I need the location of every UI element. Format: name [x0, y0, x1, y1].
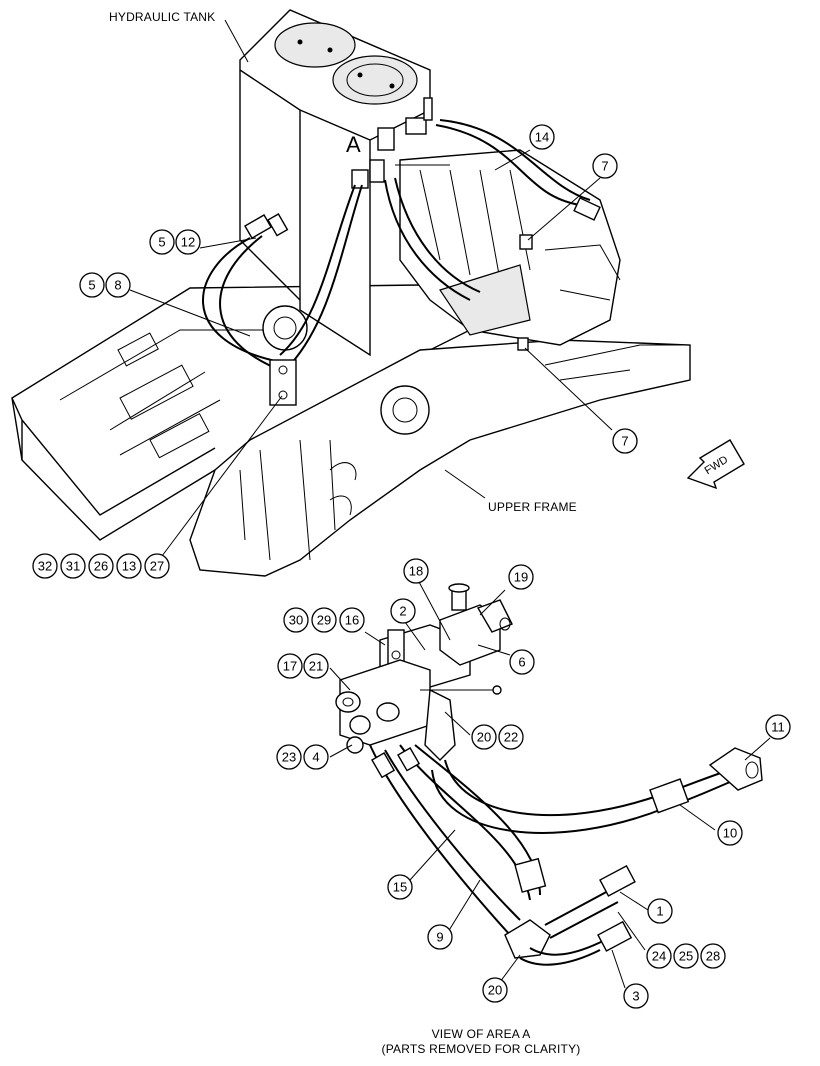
callout-2: 2 [390, 598, 416, 624]
callout-30-29-16: 30 29 16 [283, 607, 365, 633]
callout-1: 1 [647, 898, 673, 924]
callout-5-12: 5 12 [149, 229, 201, 255]
callout-number: 6 [518, 655, 525, 670]
callout-number: 16 [345, 613, 359, 628]
callout-number: 7 [601, 159, 608, 174]
callout-7-lower: 7 [612, 428, 638, 454]
callout-15: 15 [387, 874, 413, 900]
callout-number: 19 [514, 570, 528, 585]
callout-10: 10 [717, 820, 743, 846]
callout-23-4: 23 4 [276, 744, 329, 770]
callout-number: 21 [309, 659, 323, 674]
callout-3: 3 [623, 983, 649, 1009]
callout-number: 3 [632, 989, 639, 1004]
callout-18: 18 [403, 558, 429, 584]
callout-number: 13 [122, 559, 136, 574]
callout-14: 14 [529, 124, 555, 150]
detail-leaders [329, 579, 771, 989]
callout-5-8: 5 8 [79, 272, 131, 298]
callout-6: 6 [509, 649, 535, 675]
callout-number: 5 [88, 278, 95, 293]
callout-number: 31 [66, 559, 80, 574]
callout-19: 19 [508, 564, 534, 590]
callout-17-21: 17 21 [277, 653, 329, 679]
callout-11: 11 [765, 714, 791, 740]
callout-number: 9 [436, 930, 443, 945]
callout-24-25-28: 24 25 28 [646, 943, 726, 969]
callout-7-upper: 7 [592, 153, 618, 179]
callout-number: 28 [706, 949, 720, 964]
callout-number: 32 [38, 559, 52, 574]
upper-leaders [129, 19, 613, 557]
area-a-label: A [346, 132, 361, 157]
view-title: VIEW OF AREA A [431, 1027, 531, 1041]
upper-frame-label: UPPER FRAME [488, 500, 577, 514]
hydraulic-tank-label: HYDRAULIC TANK [109, 10, 216, 24]
callout-number: 29 [317, 613, 331, 628]
callout-number: 1 [656, 904, 663, 919]
callout-number: 14 [535, 130, 549, 145]
callout-number: 22 [504, 730, 518, 745]
callout-number: 4 [312, 750, 319, 765]
callout-number: 27 [150, 559, 164, 574]
callout-number: 20 [488, 983, 502, 998]
callout-number: 7 [621, 434, 628, 449]
callout-number: 15 [393, 880, 407, 895]
callout-number: 18 [409, 564, 423, 579]
callout-number: 25 [679, 949, 693, 964]
callout-number: 20 [477, 730, 491, 745]
view-subtitle: (PARTS REMOVED FOR CLARITY) [381, 1042, 581, 1056]
callout-number: 10 [723, 826, 737, 841]
callout-number: 23 [282, 750, 296, 765]
fwd-arrow: FWD [686, 439, 745, 490]
callout-number: 5 [158, 235, 165, 250]
callout-20-lower: 20 [482, 977, 508, 1003]
callout-number: 24 [652, 949, 666, 964]
callout-number: 2 [399, 604, 406, 619]
callout-number: 11 [771, 720, 785, 735]
detail-view-drawing [335, 583, 763, 966]
upper-frame-drawing: FWD A [11, 9, 745, 577]
callout-number: 8 [114, 278, 121, 293]
callout-number: 17 [283, 659, 297, 674]
callout-number: 26 [94, 559, 108, 574]
callout-32-31-26-13-27: 32 31 26 13 27 [32, 553, 170, 579]
callout-20-22: 20 22 [471, 724, 524, 750]
callout-number: 30 [289, 613, 303, 628]
callout-9: 9 [427, 924, 453, 950]
callout-number: 12 [181, 235, 195, 250]
